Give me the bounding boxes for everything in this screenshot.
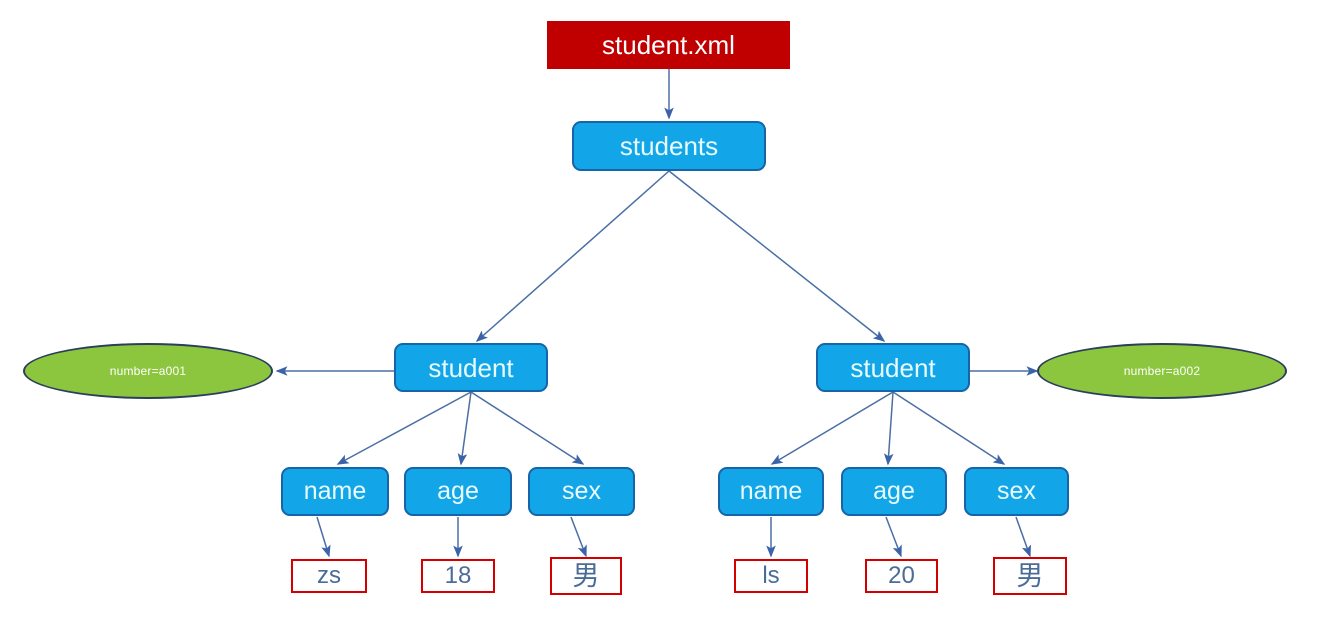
edge-sex-1-value: [570, 516, 587, 558]
edge-name-1-value: [316, 516, 331, 558]
node-element-students[interactable]: students: [572, 121, 766, 171]
node-element-age-2[interactable]: age: [841, 467, 947, 516]
node-label: zs: [317, 562, 341, 589]
node-text-value-age-2[interactable]: 20: [865, 559, 938, 593]
node-element-name-2[interactable]: name: [718, 467, 824, 516]
node-label: student: [428, 352, 514, 383]
node-element-student-1[interactable]: student: [394, 343, 548, 392]
edge-student-1-age: [457, 391, 472, 466]
node-label: number=a001: [109, 364, 187, 378]
node-element-student-2[interactable]: student: [816, 343, 970, 392]
edge-age-2-value: [885, 516, 902, 558]
node-label: name: [739, 477, 803, 505]
edge-student-1-name: [336, 391, 472, 465]
node-label: name: [303, 477, 367, 505]
node-text-value-sex-1[interactable]: 男: [550, 557, 622, 595]
edge-student-2-sex: [892, 391, 1006, 465]
node-attribute-number-a002[interactable]: number=a002: [1037, 343, 1287, 399]
node-text-value-name-1[interactable]: zs: [291, 559, 367, 593]
node-label: ls: [762, 562, 780, 589]
node-text-value-name-2[interactable]: ls: [734, 559, 808, 593]
node-element-sex-1[interactable]: sex: [528, 467, 635, 516]
node-attribute-number-a001[interactable]: number=a001: [23, 343, 273, 399]
node-label: 18: [444, 562, 472, 589]
node-label: age: [437, 477, 479, 505]
node-label: students: [619, 131, 719, 161]
node-label: 男: [572, 560, 600, 591]
edge-student-2-name: [770, 391, 894, 465]
node-label: number=a002: [1123, 364, 1201, 378]
edge-student-2-age: [883, 391, 894, 466]
node-text-value-age-1[interactable]: 18: [421, 559, 495, 593]
node-label: student.xml: [602, 30, 735, 60]
node-element-name-1[interactable]: name: [281, 467, 389, 516]
node-element-age-1[interactable]: age: [404, 467, 512, 516]
node-element-sex-2[interactable]: sex: [964, 467, 1069, 516]
node-text-value-sex-2[interactable]: 男: [993, 557, 1067, 595]
node-label: 20: [888, 562, 915, 589]
node-label: 男: [1016, 560, 1044, 591]
node-label: student: [850, 352, 936, 383]
edge-student-1-sex: [470, 391, 585, 465]
edge-students-student-2: [668, 170, 886, 342]
node-label: sex: [562, 477, 601, 505]
edge-sex-2-value: [1015, 516, 1031, 558]
edge-students-student-1: [475, 170, 670, 342]
node-label: age: [873, 477, 915, 505]
node-label: sex: [997, 477, 1036, 505]
node-document-root[interactable]: student.xml: [547, 21, 790, 69]
